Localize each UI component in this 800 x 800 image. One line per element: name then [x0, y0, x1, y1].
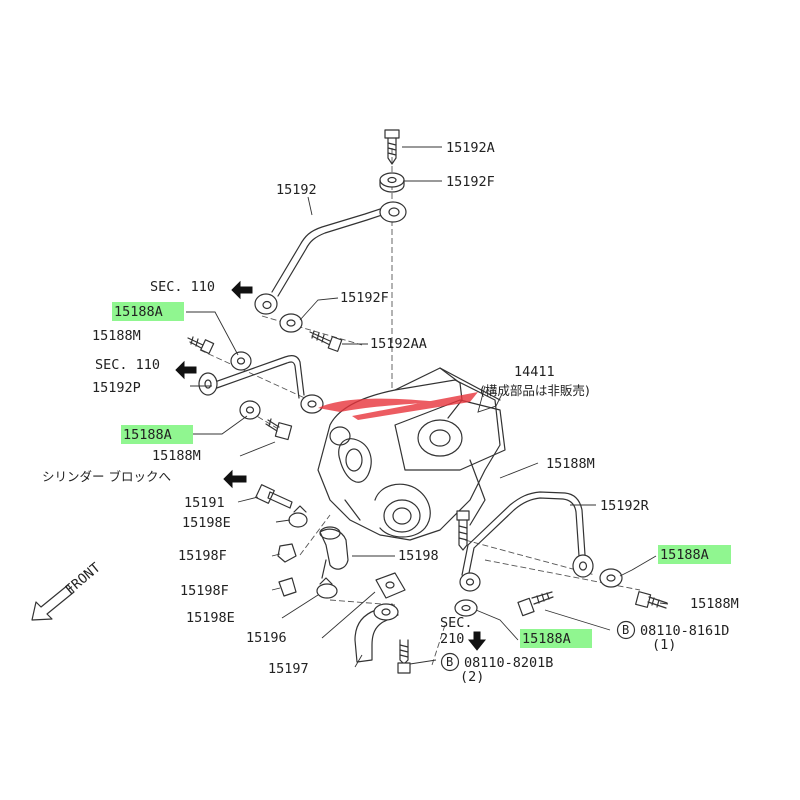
bolt-b2-marker [440, 652, 460, 672]
label-15198f-1: 15198F [178, 548, 227, 564]
washer-15188a-upper [230, 351, 252, 371]
label-sec110-upper: SEC. 110 [150, 279, 215, 295]
leader-lines [186, 146, 669, 668]
drain-tube-15197 [354, 603, 399, 663]
label-15188m-1: 15188M [92, 328, 141, 344]
label-15197: 15197 [268, 661, 309, 677]
label-15191: 15191 [184, 495, 225, 511]
label-sec110-lower: SEC. 110 [95, 357, 160, 373]
label-15192f-top: 15192F [446, 174, 495, 190]
label-15188a-4: 15188A [522, 631, 571, 647]
label-bolt-b2-qty: (2) [460, 669, 484, 685]
washer-15188a-lower [239, 400, 261, 420]
clamp-15198e-upper [288, 505, 308, 528]
label-15188m-2: 15188M [152, 448, 201, 464]
label-15188a-1: 15188A [114, 304, 163, 320]
label-15192a: 15192A [446, 140, 495, 156]
bolt-15192a [384, 129, 400, 165]
sleeve-15198f-upper [277, 543, 297, 563]
sleeve-15198f-lower [278, 577, 297, 597]
label-sec210-num: 210 [440, 631, 464, 647]
oil-pipe-15192 [254, 201, 407, 315]
bolt-15188m-vertical [456, 510, 470, 551]
label-bolt-b1-qty: (1) [652, 637, 676, 653]
gasket-15196 [375, 572, 406, 599]
arrow-sec210 [467, 631, 487, 651]
turbocharger-14411 [317, 367, 506, 541]
label-bolt-b2: 08110-8201B [464, 655, 553, 671]
bolt-b1-marker [616, 620, 636, 640]
bolt-15188m-right [635, 591, 668, 609]
label-15198e-1: 15198E [182, 515, 231, 531]
bolt-08110-8201b [397, 639, 411, 674]
highlight-15188a-1 [112, 302, 184, 321]
arrow-sec110-lower [175, 360, 197, 380]
label-bolt-b2-mark: B [446, 655, 453, 669]
bolt-08110-8161d [517, 591, 554, 617]
label-sec210: SEC. [440, 615, 473, 631]
label-front: FRONT [62, 560, 103, 598]
label-15192p: 15192P [92, 380, 141, 396]
label-bolt-b1: 08110-8161D [640, 623, 729, 639]
washer-15192f-mid [279, 313, 303, 333]
front-arrow-icon [31, 584, 75, 621]
highlight-15188a-3 [658, 545, 731, 564]
label-15198: 15198 [398, 548, 439, 564]
clamp-15198e-lower [316, 577, 338, 599]
label-not-for-sale: (構成部品は非販売) [480, 383, 590, 398]
connector-15191 [255, 484, 293, 509]
label-15188m-3: 15188M [546, 456, 595, 472]
bolt-15188m-mid [265, 418, 293, 441]
bolt-15188m-left [187, 336, 215, 355]
arrow-sec110-upper [231, 280, 253, 300]
label-15196: 15196 [246, 630, 287, 646]
washer-15188a-bottom [454, 599, 478, 617]
part-labels: 15192A 15192F 15192 SEC. 110 15188A 1519… [42, 140, 739, 685]
label-15192r: 15192R [600, 498, 650, 514]
label-15192f-mid: 15192F [340, 290, 389, 306]
highlight-15188a-4 [520, 629, 592, 648]
label-15198e-2: 15198E [186, 610, 235, 626]
oil-pipe-15192p [198, 355, 324, 414]
label-15192aa: 15192AA [370, 336, 427, 352]
label-15188a-2: 15188A [123, 427, 172, 443]
hose-15198 [319, 526, 349, 579]
label-15198f-2: 15198F [180, 583, 229, 599]
bolt-15192aa [309, 330, 343, 352]
washer-15192f-top [379, 172, 405, 193]
label-15192: 15192 [276, 182, 317, 198]
arrow-to-cylinder-block [223, 469, 247, 489]
label-14411: 14411 [514, 364, 555, 380]
highlight-15188a-2 [121, 425, 193, 444]
oil-pipe-15192r [459, 491, 594, 592]
washer-15188a-right [599, 568, 623, 588]
label-15188a-3: 15188A [660, 547, 709, 563]
label-bolt-b1-mark: B [622, 623, 629, 637]
watermark-logo [318, 392, 478, 420]
label-15188m-4: 15188M [690, 596, 739, 612]
label-to-cylinder-block: シリンダー ブロックへ [42, 469, 171, 484]
